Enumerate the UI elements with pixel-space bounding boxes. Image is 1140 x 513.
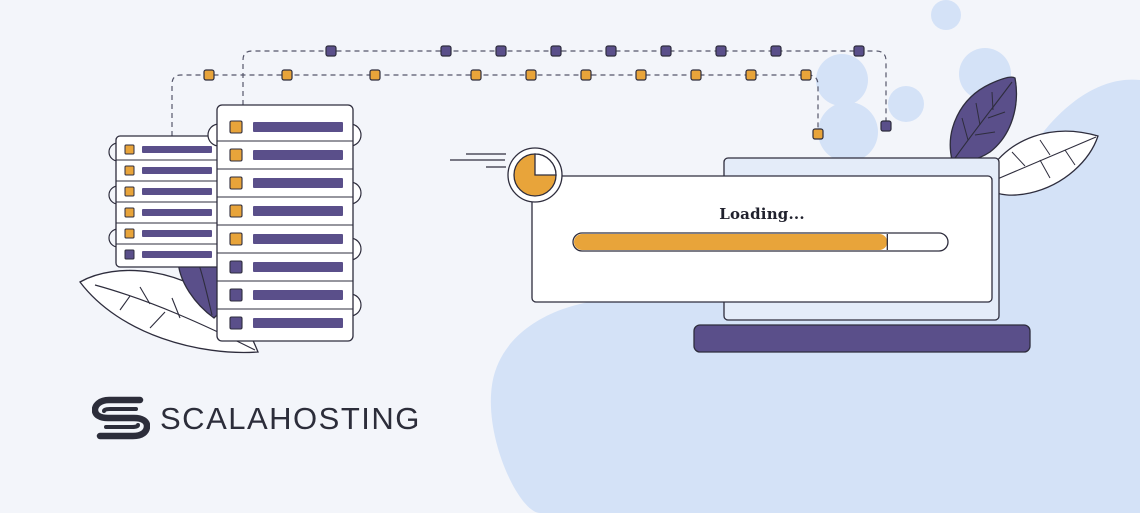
speed-lines	[450, 153, 506, 168]
progress-fill	[574, 234, 888, 250]
clock-icon	[507, 147, 563, 203]
leaf-icon	[949, 76, 1099, 196]
connection-lines	[171, 50, 887, 136]
connection-dots	[203, 45, 892, 140]
scala-s-logo-icon	[92, 396, 150, 440]
loading-label: Loading...	[719, 205, 805, 223]
brand-name: SCALAHOSTING	[160, 400, 421, 436]
server-rack-icon	[207, 104, 362, 342]
brand[interactable]: SCALAHOSTING	[92, 396, 421, 440]
server-rack-back	[108, 135, 223, 268]
loading-dialog	[531, 175, 993, 303]
